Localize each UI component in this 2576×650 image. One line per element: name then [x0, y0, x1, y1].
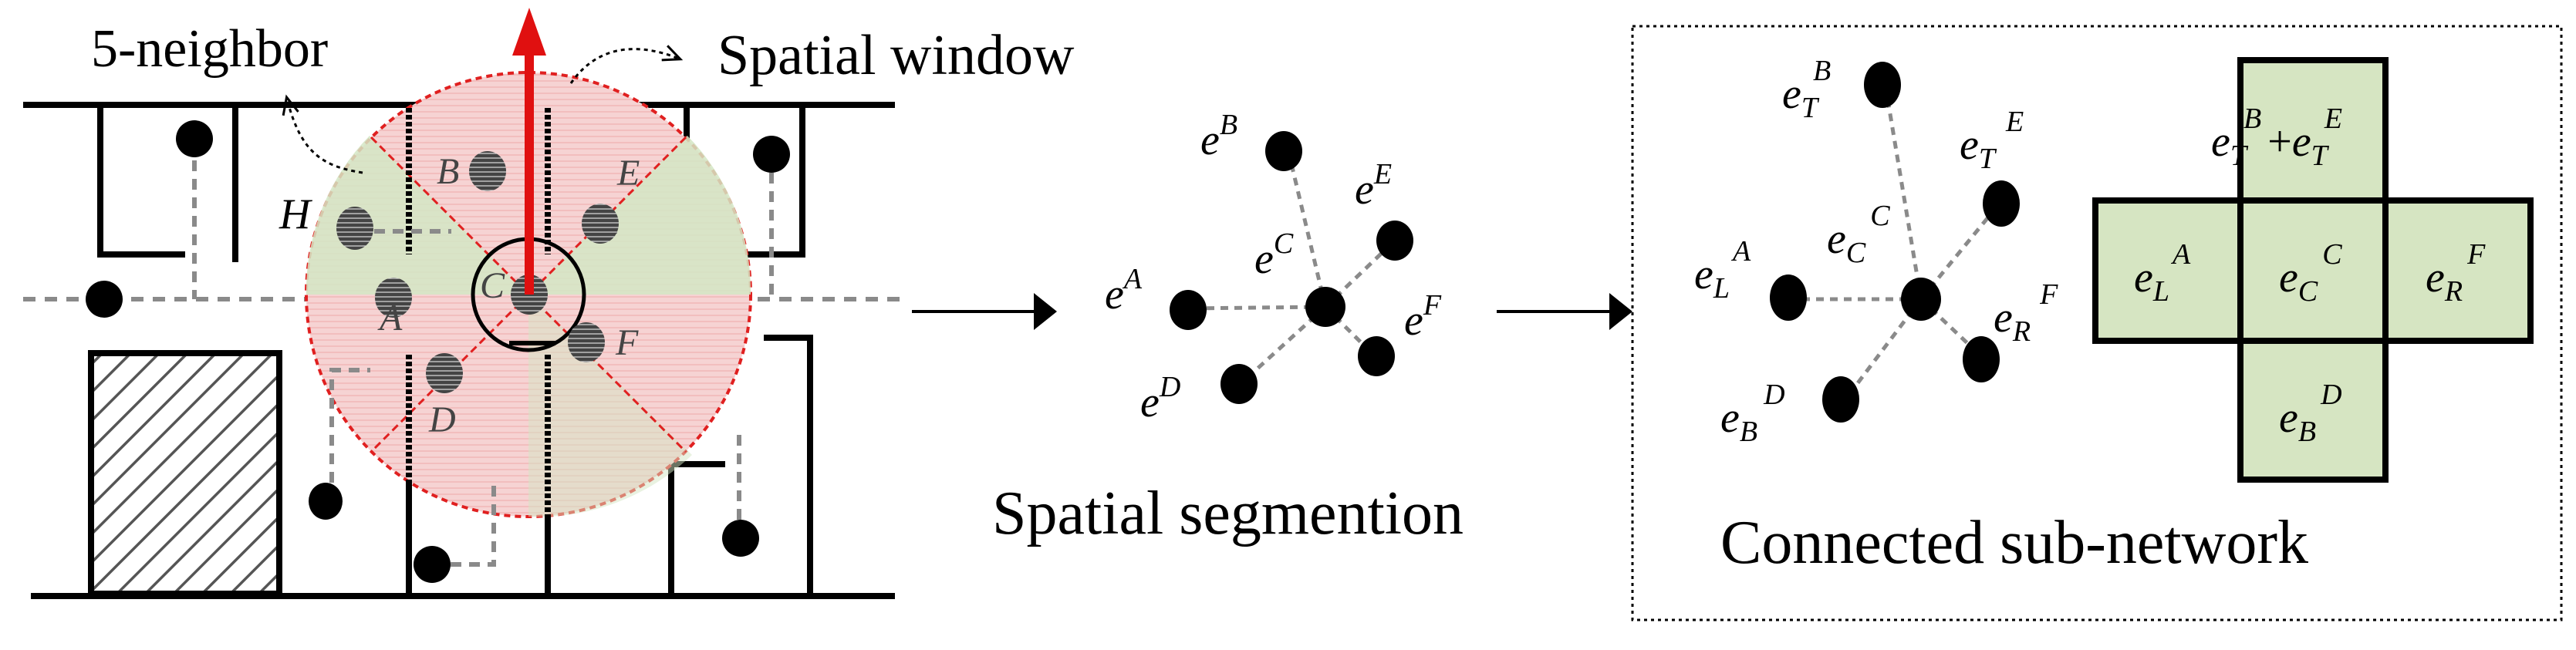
grid-cell-left: [2092, 197, 2243, 344]
grid-cell-top: [2237, 57, 2389, 204]
grid-label-right: eRF: [2426, 238, 2486, 308]
node-a: [1170, 290, 1207, 330]
cell-a: A: [377, 298, 403, 338]
rnode-bd: [1822, 376, 1859, 423]
room-top-left: [97, 108, 185, 258]
label-h: H: [279, 190, 312, 238]
grid-cell-bottom: [2237, 338, 2389, 483]
middle-labels: eB eE eC eA eF eD: [1105, 109, 1442, 426]
subnetwork-grid: [2092, 57, 2534, 483]
window-label: Spatial window: [717, 24, 1075, 87]
room-top-right: [725, 108, 805, 258]
rlabel-bd: eBD: [1720, 379, 1785, 448]
node-d: [1220, 364, 1258, 404]
grid-cell-center: [2237, 197, 2389, 344]
mid-label-f: eF: [1404, 289, 1442, 345]
grid-label-center: eCC: [2279, 238, 2342, 308]
room-bot-right: [764, 335, 813, 594]
grid-labels: eTB+eTE eLA eCC eRF eBD: [2134, 103, 2486, 448]
right-panel: eTB eTE eCC eLA eRF eBD eTB+eTE eLA eCC …: [1631, 25, 2563, 621]
cell-b: B: [437, 151, 459, 192]
middle-caption: Spatial segmention: [992, 480, 1464, 547]
grid-label-top: eTB+eTE: [2211, 103, 2342, 172]
right-graph-nodes: [1770, 62, 2020, 423]
node-e: [1376, 221, 1413, 261]
left-nodes: [86, 120, 790, 583]
window-callout: [569, 45, 684, 84]
direction-labels: H: [279, 190, 312, 238]
middle-nodes: [1170, 131, 1413, 404]
rlabel-tb: eTB: [1782, 55, 1831, 124]
green-sector-right: [528, 136, 751, 295]
hatched-building: [88, 350, 282, 597]
cell-c: C: [480, 265, 505, 306]
grid-label-left: eLA: [2134, 238, 2191, 308]
mid-label-e: eE: [1355, 158, 1392, 214]
right-caption: Connected sub-network: [1720, 509, 2308, 577]
flow-arrow-1-head: [1034, 293, 1057, 330]
node-b: [1265, 131, 1302, 171]
rlabel-rf: eRF: [1994, 278, 2058, 348]
subnetwork-frame: [1631, 25, 2563, 621]
mid-label-a: eA: [1105, 263, 1143, 318]
rnode-tb: [1864, 62, 1901, 108]
rnode-la: [1770, 274, 1807, 321]
flow-arrow-2-head: [1609, 293, 1632, 330]
green-sector-left: [306, 136, 528, 295]
direction-arrow-head: [512, 8, 546, 56]
cell-f: F: [615, 322, 639, 363]
rlabel-cc: eCC: [1827, 200, 1890, 269]
rnode-te: [1983, 180, 2020, 227]
cell-labels: B E A C F D: [377, 151, 640, 440]
grid-cell-right: [2382, 197, 2534, 344]
rnode-cc: [1901, 278, 1941, 321]
node-c: [1305, 287, 1345, 327]
cell-d: D: [428, 399, 456, 440]
right-graph-labels: eTB eTE eCC eLA eRF eBD: [1694, 55, 2058, 448]
neighbor-label: 5-neighbor: [91, 19, 328, 79]
rlabel-la: eLA: [1694, 235, 1751, 305]
mid-label-b: eB: [1200, 109, 1237, 164]
node-f: [1358, 336, 1395, 376]
left-panel: 5-neighbor Spatial window H B E A C F D: [23, 8, 1075, 599]
middle-panel: eB eE eC eA eF eD Spatial segmention: [992, 109, 1464, 547]
cell-e: E: [616, 153, 640, 194]
grid-label-bottom: eBD: [2279, 379, 2342, 448]
rnode-rf: [1963, 336, 2000, 382]
window-nodes: [336, 151, 619, 393]
mid-label-d: eD: [1140, 371, 1180, 426]
rlabel-te: eTE: [1960, 106, 2024, 175]
mid-label-c: eC: [1254, 227, 1294, 283]
